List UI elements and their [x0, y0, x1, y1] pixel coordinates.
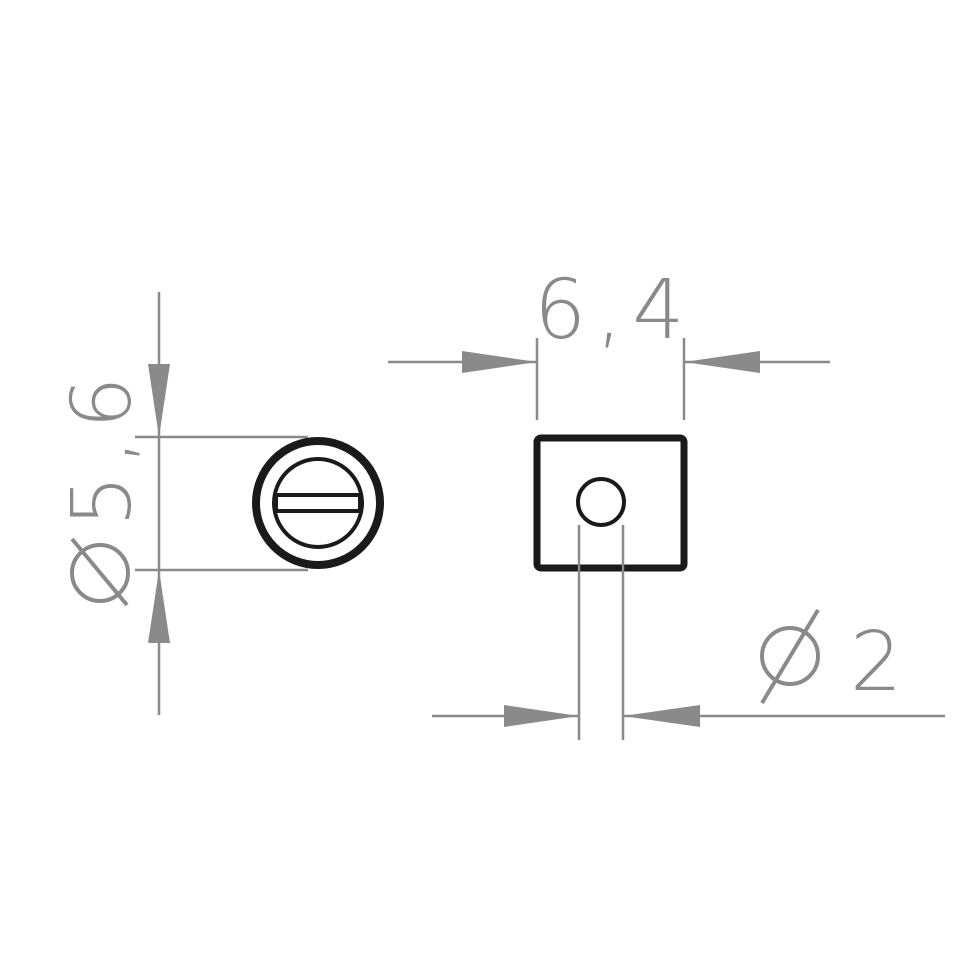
screw-head-view: 5,6: [55, 292, 384, 715]
screw-head-inner-circle: [272, 457, 364, 549]
arrow-up: [148, 570, 170, 643]
arrow-left: [684, 351, 760, 373]
arrow-left-hole: [623, 705, 700, 727]
arrow-right-hole: [504, 705, 579, 727]
block-width-value: 6,4: [534, 263, 694, 358]
screw-head-diameter-value: 5,6: [55, 367, 150, 527]
screw-slot: [274, 493, 362, 513]
hole-diameter-value: 2: [850, 615, 902, 710]
hole-circle: [576, 477, 626, 527]
arrow-right: [462, 351, 537, 373]
diameter-symbol-icon: [760, 608, 820, 705]
screw-head-diameter-label: 5,6: [55, 367, 150, 607]
screw-head-outer-circle: [252, 437, 384, 569]
diameter-symbol-icon: [70, 537, 130, 607]
block-outline: [533, 434, 688, 572]
block-view: 6,4 2: [388, 263, 945, 740]
hole-diameter-label: 2: [760, 608, 902, 710]
arrow-down: [148, 364, 170, 437]
